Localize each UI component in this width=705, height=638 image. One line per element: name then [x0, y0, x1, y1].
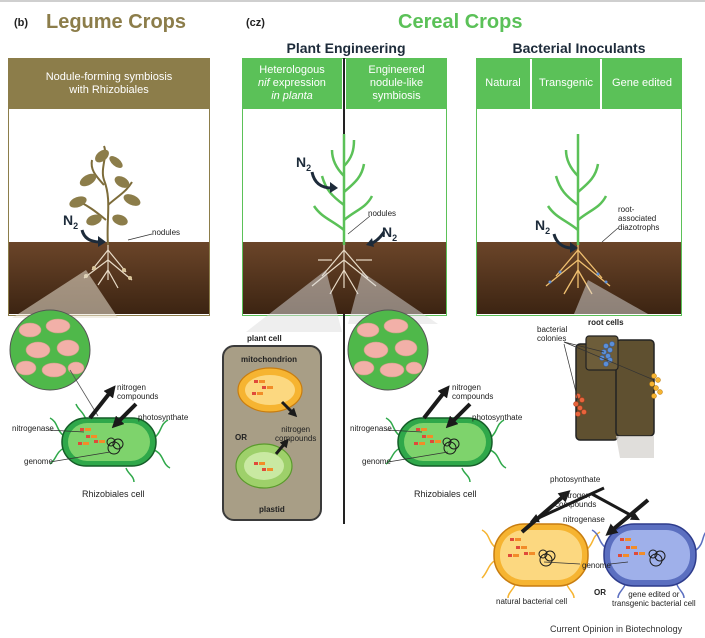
panel-c-letter: (cz): [246, 17, 265, 29]
legume-photosynthate-label: photosynthate: [138, 413, 189, 422]
legume-nodules-label: nodules: [152, 228, 181, 237]
legume-cell-caption: Rhizobiales cell: [82, 489, 145, 499]
natural-bacterial-cell-icon: [481, 523, 601, 599]
orange-colony-icon: [649, 373, 663, 399]
bacterial-colonies-pointers: [563, 341, 655, 401]
legume-exchange-arrows: [88, 385, 138, 429]
inoculants-photosynthate-label: photosynthate: [550, 475, 601, 484]
inoculants-nitrogenase-label: nitrogenase: [563, 515, 605, 524]
legume-header-line1: Nodule-forming symbiosis: [45, 70, 173, 83]
inoculants-zoom-wedge: [574, 280, 648, 314]
root-cells-label: root cells: [588, 318, 624, 327]
header-transgenic: Transgenic: [532, 58, 600, 109]
legume-nodule-zoom: [9, 309, 99, 417]
inoculants-genome-pointers: [543, 561, 629, 565]
engineering-nitrogenase-pointer: [385, 429, 423, 433]
inoculants-or-label: OR: [594, 588, 606, 597]
journal-credit: Current Opinion in Biotechnology: [550, 624, 683, 634]
natural-cell-caption: natural bacterial cell: [496, 597, 568, 606]
legume-rhizobiales-cell-icon: [49, 403, 171, 483]
nif-expression-header: Heterologous nif expression in planta: [242, 58, 342, 109]
engineering-rhizobiales-cell-icon: [385, 417, 507, 483]
engineering-zoom-wedge-right: [348, 272, 438, 324]
engineering-photosynthate-label: photosynthate: [472, 413, 523, 422]
legume-nitrogenase-label: nitrogenase: [12, 424, 54, 433]
cereal-plant-scene-engineering: [243, 134, 446, 332]
legume-nodules-pointer: [127, 233, 153, 241]
nodule-like-symbiosis-header: Engineered nodule-like symbiosis: [346, 58, 447, 109]
inoculants-n2-arrow: [552, 233, 578, 253]
diazotrophs-pointer: [601, 227, 619, 243]
maize-plant-inoculants-icon: [546, 134, 608, 245]
engineering-nodule-zoom: [347, 309, 429, 391]
inoculants-n2-label: N2: [535, 217, 551, 236]
engineering-genome-pointer: [387, 451, 449, 463]
engineering-nodules-label: nodules: [368, 209, 397, 218]
inoculants-genome-label: genome: [582, 561, 611, 570]
root-bacteria-dots: [548, 270, 608, 284]
engineering-zoom-wedge-left: [246, 270, 342, 332]
legume-header-line2: with Rhizobiales: [69, 83, 149, 96]
legume-n2-arrow: [80, 229, 106, 247]
engineering-nodules-pointer: [347, 215, 371, 235]
bacterial-inoculants-subtitle: Bacterial Inoculants: [512, 40, 646, 56]
engineering-exchange-arrows: [422, 385, 472, 429]
legume-genome-label: genome: [24, 457, 53, 466]
mitochondrion-label: mitochondrion: [241, 355, 297, 364]
cereal-title: Cereal Crops: [398, 11, 523, 33]
legume-nitrogenase-pointer: [47, 429, 85, 433]
panel-b-letter: (b): [14, 17, 29, 29]
cereal-plant-scene-inoculants: [477, 134, 681, 314]
edited-bacterial-cell-icon: [591, 523, 705, 599]
header-gene-edited: Gene edited: [602, 58, 682, 109]
engineering-n2-left: N2: [296, 154, 312, 173]
engineering-n2-left-arrow: [310, 171, 338, 193]
legume-plant-scene: [9, 145, 209, 318]
plastid-label: plastid: [259, 505, 285, 514]
engineering-n2-right-arrow: [366, 231, 386, 247]
engineering-nitrogenase-label: nitrogenase: [350, 424, 392, 433]
organelle-or-label: OR: [235, 433, 247, 442]
plant-engineering-subtitle: Plant Engineering: [286, 40, 406, 56]
organelles-icon: [235, 367, 303, 489]
engineering-n2-right: N2: [382, 224, 398, 243]
root-cells-icon: [573, 335, 663, 458]
header-natural: Natural: [476, 58, 530, 109]
top-rule: [0, 0, 705, 2]
maize-plant-icon: [312, 134, 374, 245]
legume-n2-label: N2: [63, 212, 79, 231]
engineering-cell-caption: Rhizobiales cell: [414, 489, 477, 499]
legume-title: Legume Crops: [46, 11, 187, 33]
legume-genome-pointer: [49, 451, 111, 463]
legume-leaves: [69, 149, 141, 226]
inoculants-exchange-arrows: [520, 486, 650, 536]
blue-colony-icon: [599, 341, 615, 367]
plant-cell-label: plant cell: [247, 334, 282, 343]
legume-zoom-wedge: [12, 270, 118, 318]
red-colony-icon: [573, 393, 587, 417]
engineering-genome-label: genome: [362, 457, 391, 466]
legume-header: Nodule-forming symbiosis with Rhizobiale…: [8, 58, 210, 109]
